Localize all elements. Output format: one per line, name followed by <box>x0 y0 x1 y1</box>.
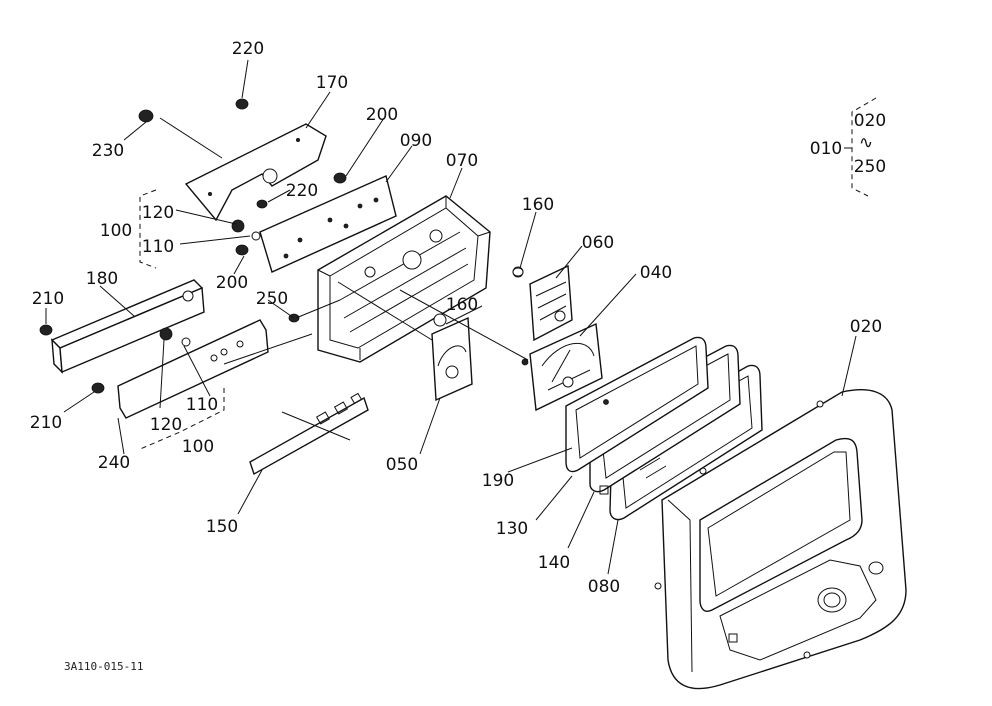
callout-100a: 100 <box>100 221 132 241</box>
part-170-cover-plate <box>184 123 327 222</box>
legend-range-separator: ∿ <box>859 133 873 153</box>
leader-lines <box>45 59 857 575</box>
callout-160b: 160 <box>446 295 478 315</box>
part-130-gasket <box>565 336 709 473</box>
part-020-front-bezel <box>654 389 907 690</box>
part-240-plate <box>117 319 269 419</box>
legend-assembly-number: 010 <box>810 139 842 159</box>
callout-230: 230 <box>92 141 124 161</box>
fasteners <box>39 98 524 394</box>
callout-020b: 020 <box>850 317 882 337</box>
callout-100b: 100 <box>182 437 214 457</box>
callout-labels: 220 170 230 200 090 070 220 100 120 110 … <box>30 39 882 597</box>
callout-120a: 120 <box>142 203 174 223</box>
callout-070: 070 <box>446 151 478 171</box>
callout-130: 130 <box>496 519 528 539</box>
callout-150: 150 <box>206 517 238 537</box>
callout-250a: 250 <box>256 289 288 309</box>
callout-210a: 210 <box>32 289 64 309</box>
callout-060: 060 <box>582 233 614 253</box>
callout-050: 050 <box>386 455 418 475</box>
callout-240: 240 <box>98 453 130 473</box>
callout-190: 190 <box>482 471 514 491</box>
callout-140: 140 <box>538 553 570 573</box>
callout-160a: 160 <box>522 195 554 215</box>
callout-080: 080 <box>588 577 620 597</box>
callout-090: 090 <box>400 131 432 151</box>
part-040-dial <box>521 322 603 412</box>
part-150-strip <box>249 392 369 476</box>
callout-110a: 110 <box>142 237 174 257</box>
callout-120b: 120 <box>150 415 182 435</box>
legend-range-start: 020 <box>854 111 886 131</box>
callout-200b: 200 <box>216 273 248 293</box>
callout-200a: 200 <box>366 105 398 125</box>
part-070-case <box>317 195 524 363</box>
callout-180: 180 <box>86 269 118 289</box>
part-180-bar <box>50 279 205 374</box>
callout-040: 040 <box>640 263 672 283</box>
callout-110b: 110 <box>186 395 218 415</box>
callout-220b: 220 <box>286 181 318 201</box>
part-060-gauge <box>529 264 573 342</box>
group-brackets <box>137 97 877 451</box>
callout-170: 170 <box>316 73 348 93</box>
legend-range-end: 250 <box>854 157 886 177</box>
callout-220a: 220 <box>232 39 264 59</box>
part-090-board <box>259 175 397 273</box>
figure-code: 3A110-015-11 <box>64 660 143 673</box>
assembly-legend: 010 020 ∿ 250 <box>810 111 886 177</box>
callout-210b: 210 <box>30 413 62 433</box>
part-050-gauge <box>431 316 473 402</box>
